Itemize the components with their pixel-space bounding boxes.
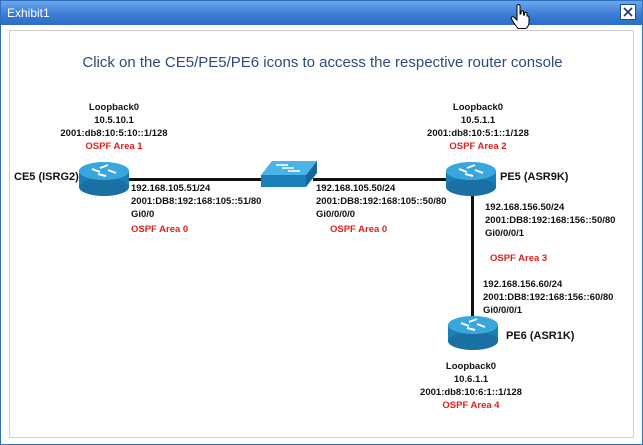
close-x-icon [623,7,633,17]
instruction-text: Click on the CE5/PE5/PE6 icons to access… [82,54,563,71]
window-titlebar[interactable]: Exhibit1 [1,1,642,25]
ce5-loopback-label: Loopback0 10.5.10.1 2001:db8:10:5:10::1/… [49,101,179,153]
exhibit-content [9,30,634,438]
link-switch-pe5 [313,178,448,181]
pe5-link-ipv4: 192.168.105.50/24 [316,183,396,194]
link-ce5-switch [129,178,263,181]
close-button[interactable] [620,4,636,20]
pe5-loopback-title: Loopback0 [452,102,504,113]
hand-cursor-icon [510,4,530,29]
ce5-link-if: Gi0/0 [131,209,155,220]
pe6-loopback-label: Loopback0 10.6.1.1 2001:db8:10:6:1::1/12… [406,360,536,412]
ce5-link-area: OSPF Area 0 [131,224,189,235]
pe6-name-label: PE6 (ASR1K) [506,330,575,342]
router-icon [79,162,129,196]
switch-icon [261,161,317,187]
pe5-link-if: Gi0/0/0/0 [316,209,356,220]
ce5-loopback-title: Loopback0 [88,102,140,113]
pe5-loopback-area: OSPF Area 2 [449,141,507,152]
pe5-down-ipv6: 2001:DB8:192:168:156::50/80 [485,215,616,226]
router-icon [446,162,496,196]
window-title: Exhibit1 [7,6,50,20]
pe5-link-label: 192.168.105.50/24 2001:DB8:192:168:105::… [316,182,446,236]
pe5-loopback-ipv4: 10.5.1.1 [460,115,496,126]
pe5-pe6-area-label: OSPF Area 3 [490,253,548,264]
router-pe6[interactable] [447,315,499,351]
ce5-link-label: 192.168.105.51/24 2001:DB8:192:168:105::… [131,182,261,236]
pe6-up-if: Gi0/0/0/1 [483,305,523,316]
ce5-link-ipv6: 2001:DB8:192:168:105::51/80 [131,196,262,207]
router-icon [448,316,498,350]
ce5-loopback-area: OSPF Area 1 [85,141,143,152]
ce5-loopback-ipv4: 10.5.10.1 [94,115,134,126]
pe5-link-area: OSPF Area 0 [330,224,388,235]
pe6-loopback-area: OSPF Area 4 [442,400,500,411]
pe5-down-if: Gi0/0/0/1 [485,228,525,239]
link-pe5-pe6 [471,194,474,322]
ce5-name-label: CE5 (ISRG2) [14,171,79,183]
pe5-down-label: 192.168.156.50/24 2001:DB8:192:168:156::… [485,201,615,240]
pe6-loopback-ipv4: 10.6.1.1 [453,374,489,385]
ce5-link-ipv4: 192.168.105.51/24 [131,183,211,194]
router-ce5[interactable] [78,161,130,197]
pe5-down-ipv4: 192.168.156.50/24 [485,202,565,213]
pe5-name-label: PE5 (ASR9K) [500,171,569,183]
pe6-loopback-title: Loopback0 [445,361,497,372]
switch-center[interactable] [260,159,318,194]
pe5-loopback-ipv6: 2001:db8:10:5:1::1/128 [427,128,529,139]
router-pe5[interactable] [445,161,497,197]
pe5-link-ipv6: 2001:DB8:192:168:105::50/80 [316,196,447,207]
pe5-loopback-label: Loopback0 10.5.1.1 2001:db8:10:5:1::1/12… [413,101,543,153]
pe6-up-ipv4: 192.168.156.60/24 [483,279,563,290]
ce5-loopback-ipv6: 2001:db8:10:5:10::1/128 [60,128,168,139]
pe6-up-ipv6: 2001:DB8:192:168:156::60/80 [483,292,614,303]
pe6-loopback-ipv6: 2001:db8:10:6:1::1/128 [420,387,522,398]
pe6-up-label: 192.168.156.60/24 2001:DB8:192:168:156::… [483,278,613,317]
